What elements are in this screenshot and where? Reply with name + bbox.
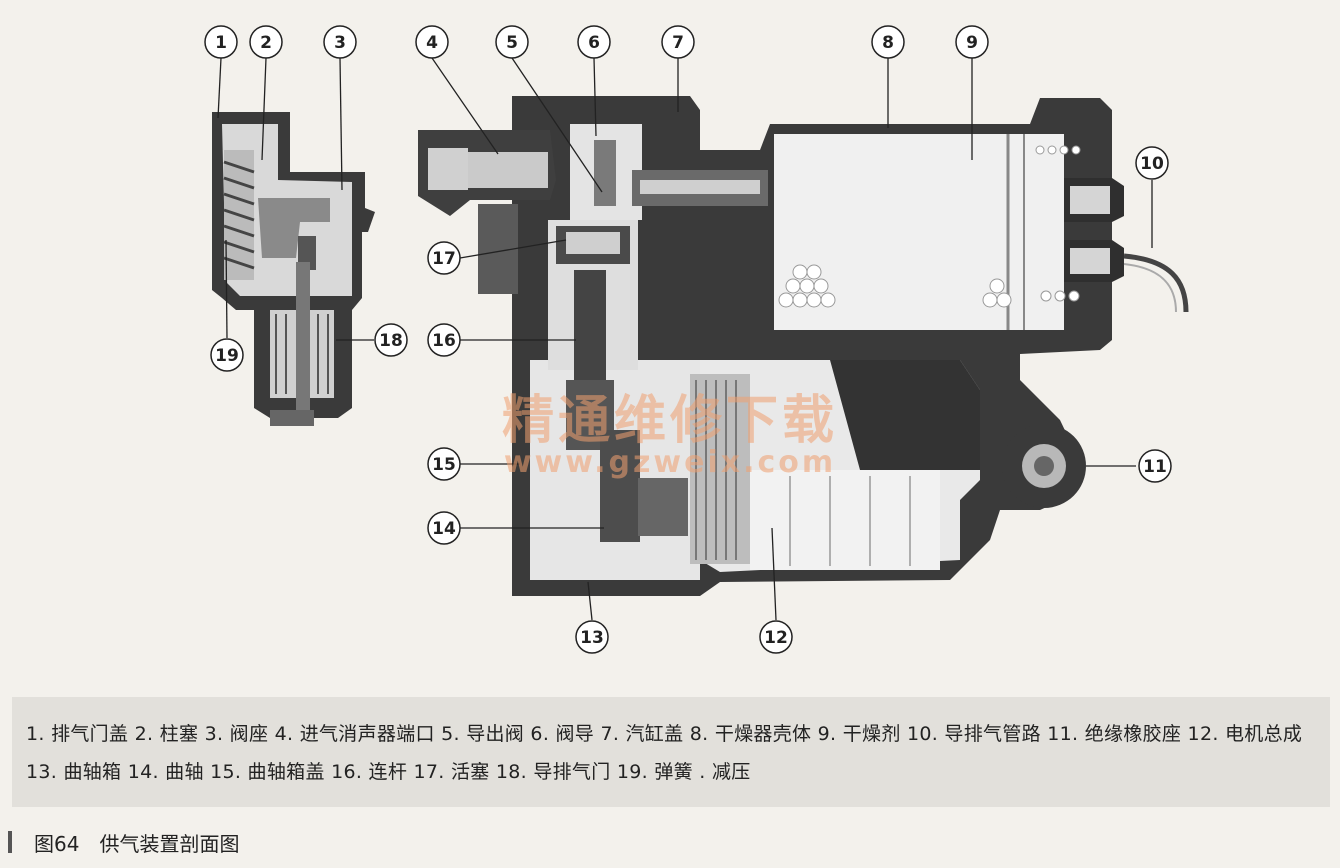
caption-text: 图64 供气装置剖面图: [34, 831, 240, 856]
parts-legend: 1. 排气门盖 2. 柱塞 3. 阀座 4. 进气消声器端口 5. 导出阀 6.…: [12, 697, 1330, 807]
callout-number: 17: [432, 249, 456, 269]
callout-9: 9: [955, 25, 989, 59]
callout-number: 6: [588, 33, 600, 53]
callout-13: 13: [575, 620, 609, 654]
callout-number: 8: [882, 33, 894, 53]
dryer-housing: [774, 134, 1124, 330]
callout-10: 10: [1135, 146, 1169, 180]
exhaust-valve-assembly: [212, 112, 375, 426]
callout-11: 11: [1138, 449, 1172, 483]
callout-number: 5: [506, 33, 518, 53]
exhaust-pipe: [1123, 253, 1189, 313]
callout-number: 4: [426, 33, 438, 53]
callout-number: 2: [260, 33, 272, 53]
callout-number: 18: [379, 331, 403, 351]
callout-15: 15: [427, 447, 461, 481]
watermark-main-text: 精通维修下载: [502, 390, 838, 451]
callout-number: 16: [432, 331, 456, 351]
watermark-url-text: www.gzweix.com: [504, 445, 836, 480]
figure-caption: 图64 供气装置剖面图: [8, 826, 239, 858]
callout-number: 9: [966, 33, 978, 53]
callout-number: 11: [1143, 457, 1167, 477]
callout-number: 10: [1140, 154, 1164, 174]
callout-16: 16: [427, 323, 461, 357]
callout-6: 6: [577, 25, 611, 59]
callout-number: 7: [672, 33, 684, 53]
callout-17: 17: [427, 241, 461, 275]
callout-number: 3: [334, 33, 346, 53]
caption-marker: [8, 831, 12, 853]
callout-19: 19: [210, 338, 244, 372]
motor-assembly: [690, 360, 1086, 572]
callout-12: 12: [759, 620, 793, 654]
watermark: 精通维修下载 www.gzweix.com: [502, 390, 838, 480]
callout-8: 8: [871, 25, 905, 59]
callout-number: 1: [215, 33, 227, 53]
leader-lines: [217, 57, 1153, 621]
callout-2: 2: [249, 25, 283, 59]
callout-5: 5: [495, 25, 529, 59]
callout-number: 14: [432, 519, 456, 539]
callout-1: 1: [204, 25, 238, 59]
callout-number: 13: [580, 628, 604, 648]
callout-number: 15: [432, 455, 456, 475]
callout-14: 14: [427, 511, 461, 545]
legend-text: 1. 排气门盖 2. 柱塞 3. 阀座 4. 进气消声器端口 5. 导出阀 6.…: [26, 723, 1303, 783]
callout-18: 18: [374, 323, 408, 357]
callout-7: 7: [661, 25, 695, 59]
callout-4: 4: [415, 25, 449, 59]
callout-number: 19: [215, 346, 239, 366]
callout-number: 12: [764, 628, 788, 648]
callout-3: 3: [323, 25, 357, 59]
